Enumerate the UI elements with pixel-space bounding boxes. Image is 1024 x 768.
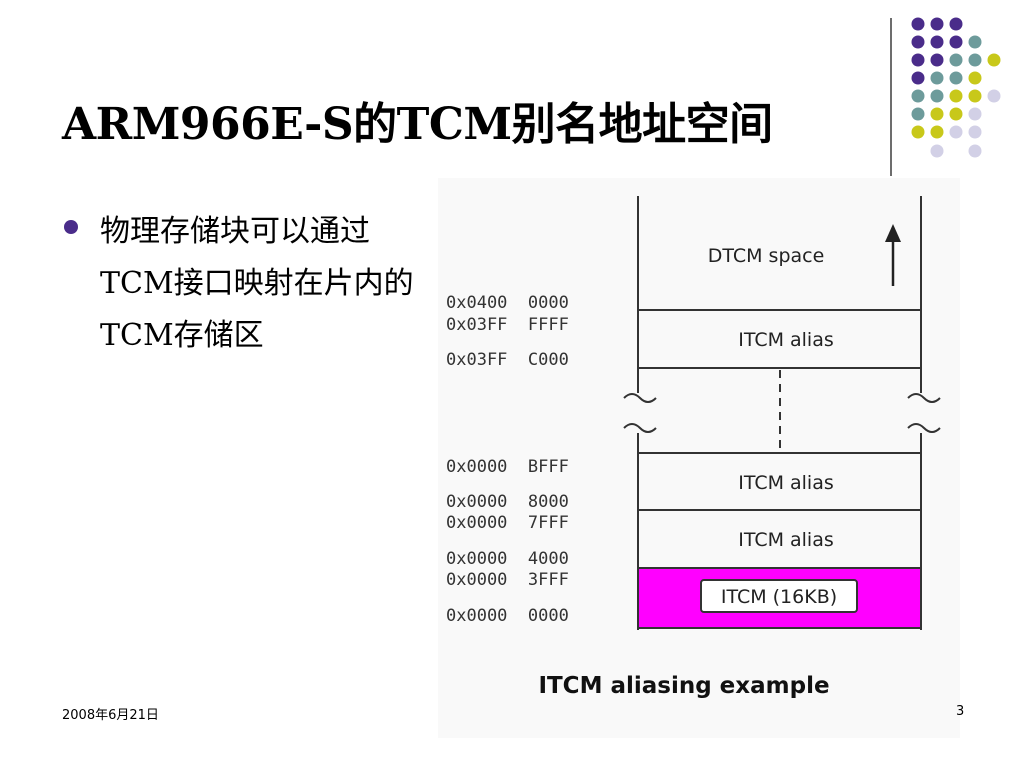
region-label-itcm-alias: ITCM alias: [738, 529, 834, 551]
address-label: 0x0000 BFFF: [446, 457, 569, 477]
dot: [968, 144, 982, 158]
address-label: 0x0000 4000: [446, 549, 569, 569]
dot: [930, 125, 944, 139]
dot: [930, 53, 944, 67]
dot: [911, 89, 925, 103]
dot: [949, 17, 963, 31]
diagram-caption: ITCM aliasing example: [538, 673, 829, 699]
region-label-itcm-alias: ITCM alias: [738, 329, 834, 351]
bullet-dot: [64, 220, 78, 234]
address-label: 0x0000 3FFF: [446, 570, 569, 590]
slide-title: ARM966E-S的TCM别名地址空间: [62, 99, 773, 150]
itcm-label-box: [700, 579, 858, 613]
dot: [949, 71, 963, 85]
dot: [930, 107, 944, 121]
dot: [949, 125, 963, 139]
break-mark: [907, 423, 941, 433]
decorative-dot-grid: [911, 17, 1001, 158]
dot: [930, 89, 944, 103]
dot: [930, 17, 944, 31]
dot: [949, 35, 963, 49]
break-mark: [623, 423, 657, 433]
break-mark: [907, 393, 941, 403]
dot: [987, 53, 1001, 67]
address-label: 0x0000 8000: [446, 492, 569, 512]
region-label-itcm: ITCM (16KB): [721, 586, 837, 608]
region-label-itcm-alias: ITCM alias: [738, 472, 834, 494]
footer-date: 2008年6月21日: [62, 708, 159, 723]
break-mark: [623, 393, 657, 403]
up-arrow-head: [885, 224, 901, 242]
bullet-text: 物理存储块可以通过TCM接口映射在片内的TCM存储区: [100, 214, 414, 353]
region-label-dtcm: DTCM space: [708, 245, 825, 267]
address-label: 0x03FF FFFF: [446, 315, 569, 335]
dot: [968, 53, 982, 67]
diagram-background: [438, 178, 960, 738]
memory-map-diagram: DTCM space ITCM alias ITCM alias ITCM al…: [446, 196, 941, 699]
dot: [949, 89, 963, 103]
dot: [911, 125, 925, 139]
address-label: 0x0000 7FFF: [446, 513, 569, 533]
page-number: 3: [956, 704, 965, 719]
dot: [911, 17, 925, 31]
dot: [930, 71, 944, 85]
title-divider: [890, 18, 892, 176]
dot: [911, 107, 925, 121]
dot: [949, 107, 963, 121]
address-label: 0x03FF C000: [446, 350, 569, 370]
dot: [930, 144, 944, 158]
dot: [911, 71, 925, 85]
dot: [968, 125, 982, 139]
address-label: 0x0000 0000: [446, 606, 569, 626]
dot: [987, 89, 1001, 103]
dot: [968, 89, 982, 103]
dot: [949, 53, 963, 67]
dot: [968, 71, 982, 85]
dot: [911, 53, 925, 67]
dot: [911, 35, 925, 49]
dot: [968, 35, 982, 49]
address-label: 0x0400 0000: [446, 293, 569, 313]
dot: [930, 35, 944, 49]
dot: [968, 107, 982, 121]
